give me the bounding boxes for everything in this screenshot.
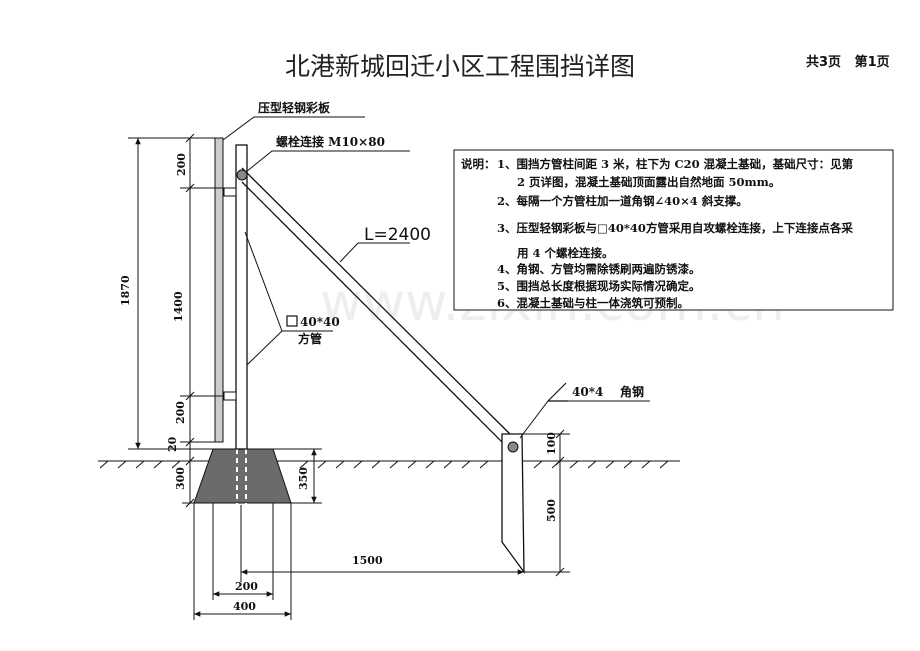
steel-panel (214, 137, 224, 443)
ground-line (98, 460, 680, 469)
label-tube-size: 40*40 (300, 315, 340, 329)
dim-label-1870: 1870 (119, 275, 132, 306)
dim-foundation-depth (182, 461, 195, 508)
note-line-1: 1、围挡方管柱间距 3 米，柱下为 C20 混凝土基础，基础尺寸：见第 (497, 157, 854, 171)
note-line-4: 3、压型轻钢彩板与□40*40方管采用自攻螺栓连接，上下连接点各采 (497, 221, 853, 235)
dim-foundation-widths (193, 503, 292, 620)
dim-anchor (522, 429, 570, 577)
dim-post-embed (273, 448, 322, 504)
dim-label-350: 350 (297, 467, 310, 490)
label-bolt: 螺栓连接 M10×80 (276, 134, 385, 149)
square-tube-post (235, 144, 248, 450)
page-number: 共3页 第1页 (806, 54, 890, 70)
dim-segments (180, 133, 224, 466)
dim-label-200-width: 200 (235, 580, 258, 593)
note-line-2: 2 页详图，混凝土基础顶面露出自然地面 50mm。 (517, 175, 780, 189)
post-embedded (236, 449, 247, 505)
tube-section-symbol (286, 315, 298, 327)
connection-tab-top (223, 187, 237, 197)
label-brace-length: L=2400 (364, 225, 431, 245)
notes-heading: 说明： (461, 157, 496, 171)
note-line-6: 4、角钢、方管均需除锈刷两遍防锈漆。 (497, 262, 701, 276)
dim-label-400-width: 400 (233, 600, 256, 613)
notes-box (453, 149, 894, 311)
concrete-foundation (193, 448, 292, 504)
dim-label-top-200: 200 (175, 153, 188, 176)
note-line-3: 2、每隔一个方管柱加一道角钢∠40×4 斜支撑。 (497, 194, 748, 208)
dim-label-bottom-200: 200 (174, 401, 187, 424)
bolt-anchor (507, 441, 519, 453)
angle-brace (241, 167, 519, 451)
ground-anchor (501, 433, 525, 575)
note-line-8: 6、混凝土基础与柱一体浇筑可预制。 (497, 296, 689, 310)
dim-label-20: 20 (166, 436, 179, 452)
angle-section-symbol (547, 382, 568, 402)
label-angle-name: 角钢 (620, 384, 644, 399)
dim-label-100: 100 (545, 432, 558, 455)
dim-label-1500: 1500 (352, 554, 383, 567)
note-line-7: 5、围挡总长度根据现场实际情况确定。 (497, 279, 701, 293)
label-panel: 压型轻钢彩板 (258, 100, 331, 115)
label-tube-name: 方管 (298, 331, 322, 346)
dim-label-1400: 1400 (172, 291, 185, 322)
connection-tab-bottom (223, 391, 237, 401)
page-title: 北港新城回迁小区工程围挡详图 (285, 52, 635, 81)
note-line-5: 用 4 个螺栓连接。 (516, 246, 614, 260)
dim-label-500: 500 (545, 499, 558, 522)
label-angle-size: 40*4 (572, 385, 603, 399)
dim-label-300: 300 (174, 467, 187, 490)
dim-brace-span (240, 505, 524, 582)
bolt-top (236, 169, 248, 181)
